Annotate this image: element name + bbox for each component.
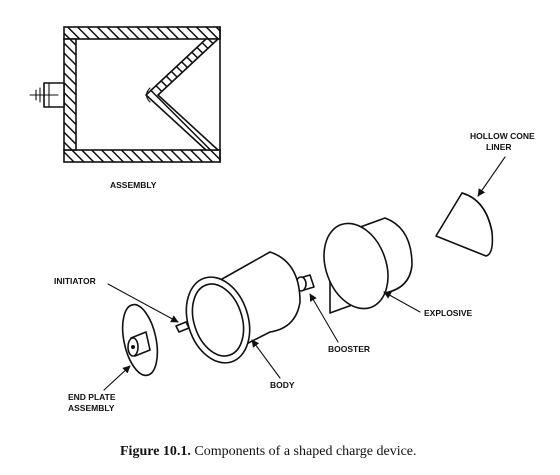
label-assembly: ASSEMBLY: [110, 180, 157, 190]
assembly-top-wall: [63, 26, 221, 40]
end-plate-assembly: [121, 303, 159, 377]
assembly-cone-liner: [145, 38, 219, 151]
arrow-initiator: [107, 283, 179, 323]
figure-caption: Figure 10.1. Components of a shaped char…: [120, 444, 417, 459]
label-initiator: INITIATOR: [54, 276, 96, 286]
explosive-cylinder: [323, 217, 413, 314]
arrow-booster: [309, 293, 339, 343]
arrow-hollow-cone: [477, 156, 506, 197]
assembly-bottom-wall: [63, 149, 221, 163]
body-cylinder: [185, 251, 301, 364]
caption-text: Components of a shaped charge device.: [191, 444, 417, 459]
arrow-explosive: [383, 291, 421, 313]
label-explosive: EXPLOSIVE: [424, 308, 473, 318]
arrow-end-plate: [103, 365, 131, 391]
initiator-pin: [175, 321, 190, 333]
hollow-cone-liner: [435, 192, 494, 257]
label-end-plate-assembly-2: ASSEMBLY: [68, 403, 115, 413]
label-end-plate-assembly-1: END PLATE: [68, 392, 116, 402]
label-body: BODY: [270, 380, 295, 390]
label-booster: BOOSTER: [328, 344, 370, 354]
arrow-body: [251, 339, 281, 379]
label-hollow-cone-liner-1: HOLLOW CONE: [470, 131, 535, 141]
assembly-left-wall: [63, 38, 77, 151]
caption-figure-number: Figure 10.1.: [120, 444, 191, 459]
assembly-cross-section: [29, 26, 221, 163]
label-hollow-cone-liner-2: LINER: [486, 142, 512, 152]
